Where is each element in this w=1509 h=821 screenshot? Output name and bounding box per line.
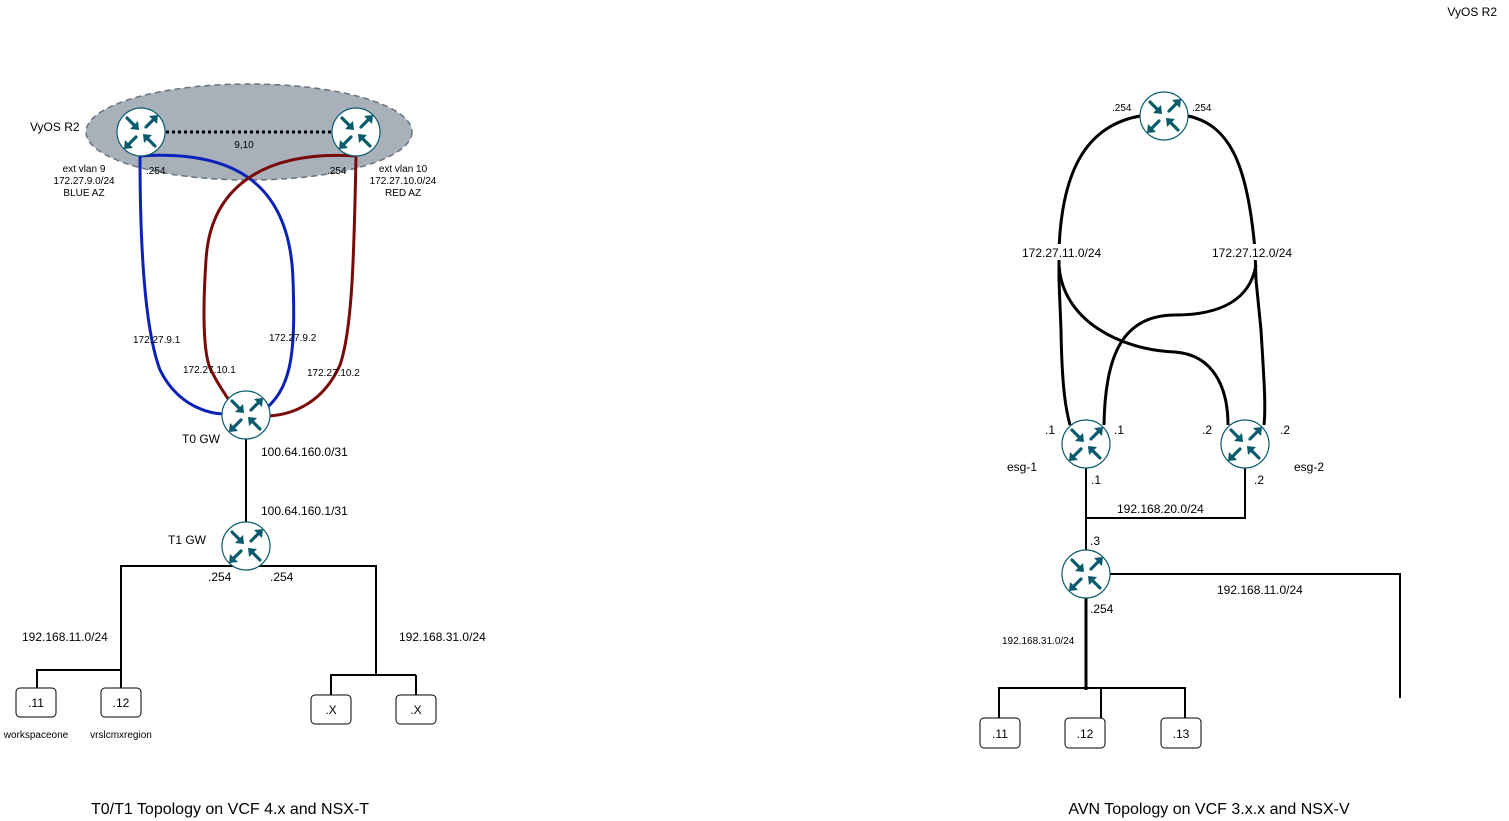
esg1-router-icon — [1061, 419, 1111, 469]
esg2-label: esg-2 — [1294, 460, 1324, 474]
blue-az-line2: 172.27.9.0/24 — [53, 176, 115, 187]
esg1-port-right-label: .1 — [1114, 423, 1124, 437]
subnet-left-label: 192.168.11.0/24 — [22, 630, 108, 644]
esg1-label: esg-1 — [1007, 460, 1037, 474]
right-topology: .254 .254 172.27.11.0/24 172.27.12.0/24 … — [979, 91, 1401, 818]
esg2-port-bottom-label: .2 — [1254, 473, 1264, 487]
host-label: .12 — [1077, 727, 1094, 741]
red-az-line3: RED AZ — [385, 188, 421, 199]
uplink-right-label: 172.27.12.0/24 — [1212, 246, 1292, 260]
t0-ip-blue-left: 172.27.9.1 — [133, 335, 181, 346]
t0-ip-blue-right: 172.27.9.2 — [269, 333, 317, 344]
uplink-right-arc — [1187, 114, 1258, 281]
host-label: .11 — [28, 696, 44, 710]
host-box: .13 — [1160, 717, 1202, 749]
uplink-right-esg1 — [1102, 264, 1258, 426]
uplink-left-esg2 — [1057, 264, 1230, 426]
top-port-right-label: .254 — [1192, 103, 1212, 114]
host-box: .12 — [100, 687, 142, 718]
transit-subnet-label: 192.168.20.0/24 — [1117, 502, 1204, 516]
esg2-down-link — [1086, 466, 1246, 519]
t0-t1-link-top-label: 100.64.160.0/31 — [261, 445, 348, 459]
esg1-port-bottom-label: .1 — [1091, 473, 1101, 487]
esg2-router-icon — [1220, 419, 1270, 469]
esg2-port-right-label: .2 — [1280, 423, 1290, 437]
vyos-link-label: 9,10 — [234, 140, 254, 151]
vyos-left-port-label: .254 — [146, 166, 166, 177]
top-router-icon — [1139, 91, 1189, 141]
uplink-left-arc — [1057, 114, 1141, 280]
host-caption: vrslcmxregion — [90, 730, 152, 741]
blue-link-left — [138, 155, 231, 416]
corner-label: VyOS R2 — [1447, 5, 1497, 19]
dlr-subnet-right-label: 192.168.11.0/24 — [1217, 583, 1303, 597]
esg1-port-left-label: .1 — [1045, 423, 1055, 437]
t0-ip-red-right: 172.27.10.2 — [307, 368, 360, 379]
t0-ip-red-left: 172.27.10.1 — [183, 365, 236, 376]
host-label: .13 — [1173, 727, 1190, 741]
subnet-right-label: 192.168.31.0/24 — [399, 630, 486, 644]
host-box: .X — [310, 694, 352, 725]
host-box: .X — [395, 694, 437, 725]
dlr-subnet-left-label: 192.168.31.0/24 — [1002, 636, 1075, 647]
dlr-port-top-label: .3 — [1090, 534, 1100, 548]
t1-label: T1 GW — [168, 533, 207, 547]
left-caption: T0/T1 Topology on VCF 4.x and NSX-T — [91, 801, 369, 818]
dlr-right-link — [1110, 573, 1401, 698]
uplink-left-esg1 — [1057, 279, 1072, 426]
host-label: .12 — [113, 696, 130, 710]
red-link-left — [202, 153, 357, 407]
t0-label: T0 GW — [182, 432, 221, 446]
t1-port-left-label: .254 — [208, 570, 232, 584]
right-caption: AVN Topology on VCF 3.x.x and NSX-V — [1068, 801, 1350, 818]
blue-link-right — [139, 153, 296, 414]
host-label: .11 — [992, 727, 1008, 741]
vyos-router-left-icon — [116, 107, 166, 157]
host-box: .11 — [979, 717, 1021, 749]
t1-branch-left — [36, 565, 246, 688]
red-az-line1: ext vlan 10 — [379, 164, 428, 175]
host-label: .X — [325, 703, 336, 717]
blue-az-line1: ext vlan 9 — [63, 164, 106, 175]
blue-az-line3: BLUE AZ — [63, 188, 104, 199]
left-topology: VyOS R2 9,10 .254 .254 ext vlan 9 172.27… — [3, 83, 486, 818]
uplink-right-esg2 — [1254, 279, 1267, 426]
dlr-port-bottom-label: .254 — [1090, 602, 1114, 616]
esg2-port-left-label: .2 — [1202, 423, 1212, 437]
vyos-group-label: VyOS R2 — [30, 120, 80, 134]
top-port-left-label: .254 — [1112, 103, 1132, 114]
red-link-right — [267, 155, 358, 418]
host-box: .12 — [1064, 717, 1106, 749]
host-caption: workspaceone — [3, 730, 69, 741]
t0-t1-link-bottom-label: 100.64.160.1/31 — [261, 504, 348, 518]
vyos-right-port-label: .254 — [327, 166, 347, 177]
host-label: .X — [410, 703, 421, 717]
t1-port-right-label: .254 — [270, 570, 294, 584]
host-box: .11 — [15, 687, 57, 718]
t0-router-icon — [221, 390, 271, 440]
t1-router-icon — [221, 521, 271, 571]
t1-branch-right — [246, 565, 377, 695]
vyos-router-right-icon — [331, 107, 381, 157]
uplink-left-label: 172.27.11.0/24 — [1022, 246, 1102, 260]
red-az-line2: 172.27.10.0/24 — [370, 176, 437, 187]
host-bus — [998, 687, 1186, 718]
dlr-router-icon — [1061, 549, 1111, 599]
